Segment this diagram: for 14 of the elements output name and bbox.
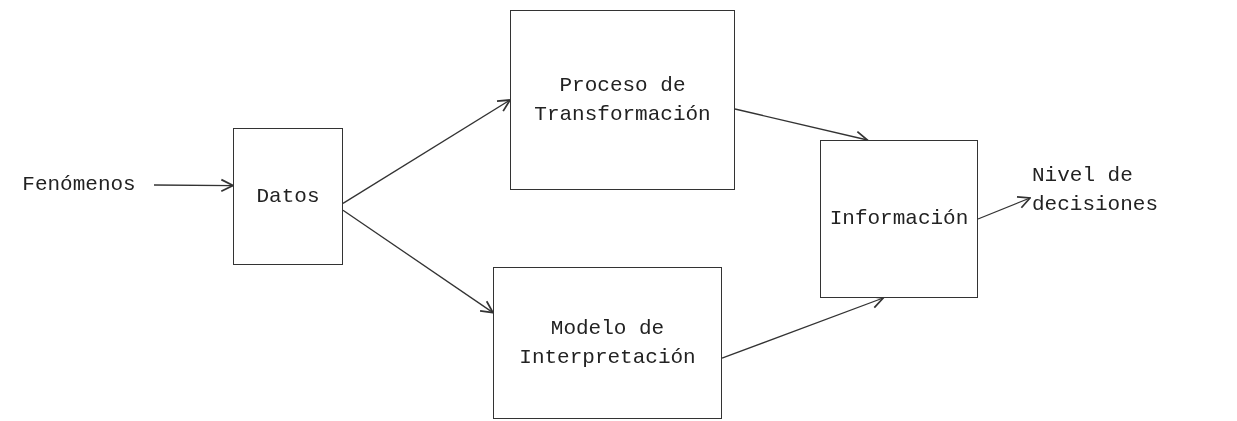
arrow	[153, 178, 234, 193]
process-box	[820, 140, 978, 298]
process-box	[233, 128, 343, 265]
box-label: Modelo de Interpretación	[518, 315, 697, 371]
arrow	[342, 209, 494, 314]
box-label: Información	[829, 206, 969, 233]
box-label: Datos	[256, 183, 320, 210]
flow-text: Fenómenos	[4, 168, 154, 202]
process-box	[493, 267, 722, 419]
box-label: Proceso de Transformación	[533, 72, 712, 128]
flow-text: Nivel de decisiones	[1030, 150, 1235, 230]
process-box	[510, 10, 735, 190]
arrow	[977, 196, 1031, 220]
arrow	[342, 99, 511, 204]
